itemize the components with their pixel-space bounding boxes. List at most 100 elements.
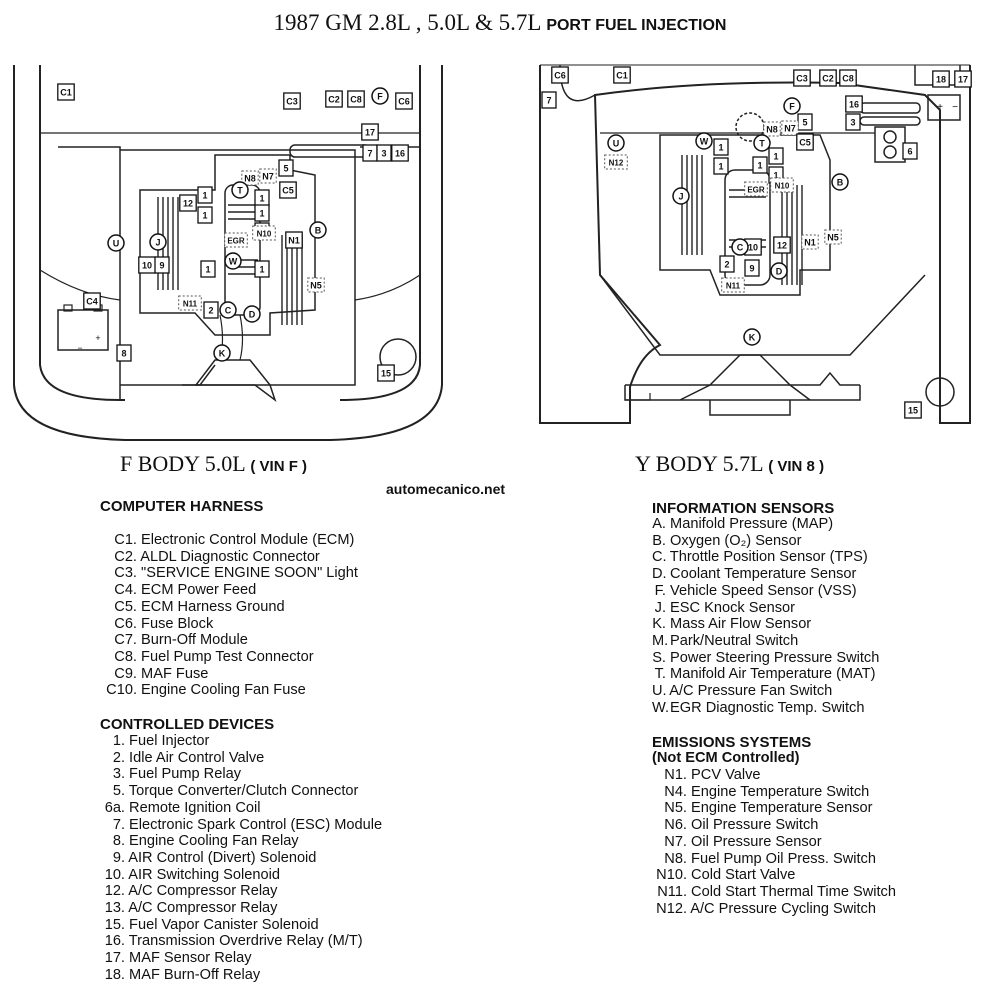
legend-code: M. — [652, 632, 669, 649]
legend-item: C8. Fuel Pump Test Connector — [100, 649, 358, 666]
legend-text: Fuel Pump Relay — [125, 766, 241, 783]
callout-label: 17 — [954, 70, 972, 88]
legend-text: ESC Knock Sensor — [666, 599, 795, 616]
legend-text: Engine Temperature Sensor — [687, 800, 873, 817]
callout-text: D — [249, 310, 256, 320]
callout-label: N11 — [721, 277, 745, 293]
y-body-caption-text: Y BODY 5.7L — [635, 451, 763, 476]
callout-label: EGR — [744, 181, 768, 197]
callout-text: 7 — [546, 96, 551, 106]
title-bold: PORT FUEL INJECTION — [546, 17, 727, 34]
legend-text: Oxygen (O₂) Sensor — [666, 532, 802, 549]
callout-label: 1 — [713, 138, 729, 156]
callout-text: W — [700, 137, 709, 147]
callout-label: F — [783, 97, 801, 115]
callout-text: N11 — [726, 282, 741, 291]
callout-label: 3 — [845, 113, 861, 131]
legend-code: S. — [652, 649, 666, 666]
callout-text: W — [229, 257, 238, 267]
legend-text: ECM Harness Ground — [137, 598, 285, 615]
legend-item: N7. Oil Pressure Sensor — [652, 834, 896, 851]
callout-text: C6 — [554, 71, 566, 81]
callout-text: J — [155, 238, 160, 248]
legend-text: ALDL Diagnostic Connector — [137, 548, 320, 565]
callout-label: 1 — [254, 204, 270, 222]
callout-text: 1 — [205, 265, 210, 275]
legend-item: 2. Idle Air Control Valve — [100, 750, 382, 767]
f-body-callouts: C1C3C2C8FC61773165C5N8N7T1211111EGRN10N1… — [57, 83, 413, 382]
callout-label: T — [753, 134, 771, 152]
legend-code: T. — [654, 666, 666, 683]
legend-text: Electronic Control Module (ECM) — [137, 532, 355, 548]
legend-code: C2. — [114, 548, 137, 565]
callout-label: 1 — [254, 189, 270, 207]
callout-label: D — [243, 305, 261, 323]
legend-item: C6. Fuse Block — [100, 616, 358, 633]
legend-item: 12. A/C Compressor Relay — [100, 883, 382, 900]
legend-text: "SERVICE ENGINE SOON" Light — [137, 565, 358, 582]
callout-label: 7 — [541, 91, 557, 109]
callout-label: C3 — [283, 92, 301, 110]
legend-text: Engine Cooling Fan Fuse — [137, 682, 306, 699]
legend-item: N5. Engine Temperature Sensor — [652, 800, 896, 817]
callout-text: N10 — [257, 230, 272, 239]
callout-label: U — [107, 234, 125, 252]
legend-item: M. Park/Neutral Switch — [652, 633, 879, 650]
callout-text: N7 — [784, 124, 796, 134]
callout-label: 7 — [362, 144, 378, 162]
legend-code: C1. — [114, 532, 137, 548]
legend-code: N5. — [664, 800, 687, 817]
legend-text: Coolant Temperature Sensor — [666, 566, 857, 583]
callout-text: 1 — [773, 171, 778, 181]
callout-label: 1 — [768, 147, 784, 165]
svg-text:+: + — [95, 333, 100, 343]
callout-text: 12 — [777, 241, 787, 251]
legend-text: Fuel Injector — [125, 733, 210, 749]
legend-text: Fuel Pump Oil Press. Switch — [687, 850, 876, 867]
information-sensors-list: A. Manifold Pressure (MAP)B. Oxygen (O₂)… — [652, 516, 879, 716]
legend-item: N8. Fuel Pump Oil Press. Switch — [652, 851, 896, 868]
callout-label: 2 — [719, 255, 735, 273]
legend-code: C9. — [114, 665, 137, 682]
callout-text: 15 — [908, 406, 918, 416]
callout-text: 1 — [259, 209, 264, 219]
callout-label: N10 — [770, 177, 794, 193]
legend-code: C7. — [114, 632, 137, 649]
svg-text:−: − — [77, 343, 82, 353]
callout-text: 16 — [849, 100, 859, 110]
legend-text: A/C Pressure Fan Switch — [666, 683, 833, 700]
legend-item: C2. ALDL Diagnostic Connector — [100, 549, 358, 566]
callout-label: 15 — [377, 364, 395, 382]
legend-item: A. Manifold Pressure (MAP) — [652, 516, 879, 533]
callout-text: 1 — [202, 191, 207, 201]
callout-label: C2 — [819, 69, 837, 87]
callout-text: 16 — [395, 149, 405, 159]
callout-text: 6 — [907, 147, 912, 157]
callout-label: C5 — [279, 181, 297, 199]
callout-label: 9 — [154, 256, 170, 274]
legend-item: C9. MAF Fuse — [100, 666, 358, 683]
callout-text: 1 — [718, 143, 723, 153]
legend-code: J. — [654, 599, 666, 616]
callout-text: 3 — [850, 118, 855, 128]
legend-text: AIR Switching Solenoid — [125, 866, 280, 883]
f-body-engine-diagram: −+ C1C3C2C8FC61773165C5N8N7T1211111EGRN1… — [13, 65, 443, 441]
legend-code: C. — [652, 549, 667, 566]
callout-text: 17 — [958, 75, 968, 85]
page-title: 1987 GM 2.8L , 5.0L & 5.7L PORT FUEL INJ… — [0, 10, 1000, 36]
y-body-vin: ( VIN 8 ) — [768, 458, 825, 475]
callout-label: N8 — [241, 170, 259, 186]
legend-item: C1. Electronic Control Module (ECM) — [100, 532, 358, 549]
callout-text: 9 — [749, 264, 754, 274]
legend-code: U. — [652, 683, 667, 700]
legend-item: 7. Electronic Spark Control (ESC) Module — [100, 817, 382, 834]
callout-label: K — [743, 328, 761, 346]
legend-item: 13. A/C Compressor Relay — [100, 900, 382, 917]
callout-text: 5 — [283, 164, 288, 174]
callout-label: 12 — [773, 236, 791, 254]
callout-label: 15 — [904, 401, 922, 419]
emissions-systems-subheading: (Not ECM Controlled) — [652, 750, 800, 766]
callout-text: N1 — [288, 236, 300, 246]
callout-text: 8 — [121, 349, 126, 359]
